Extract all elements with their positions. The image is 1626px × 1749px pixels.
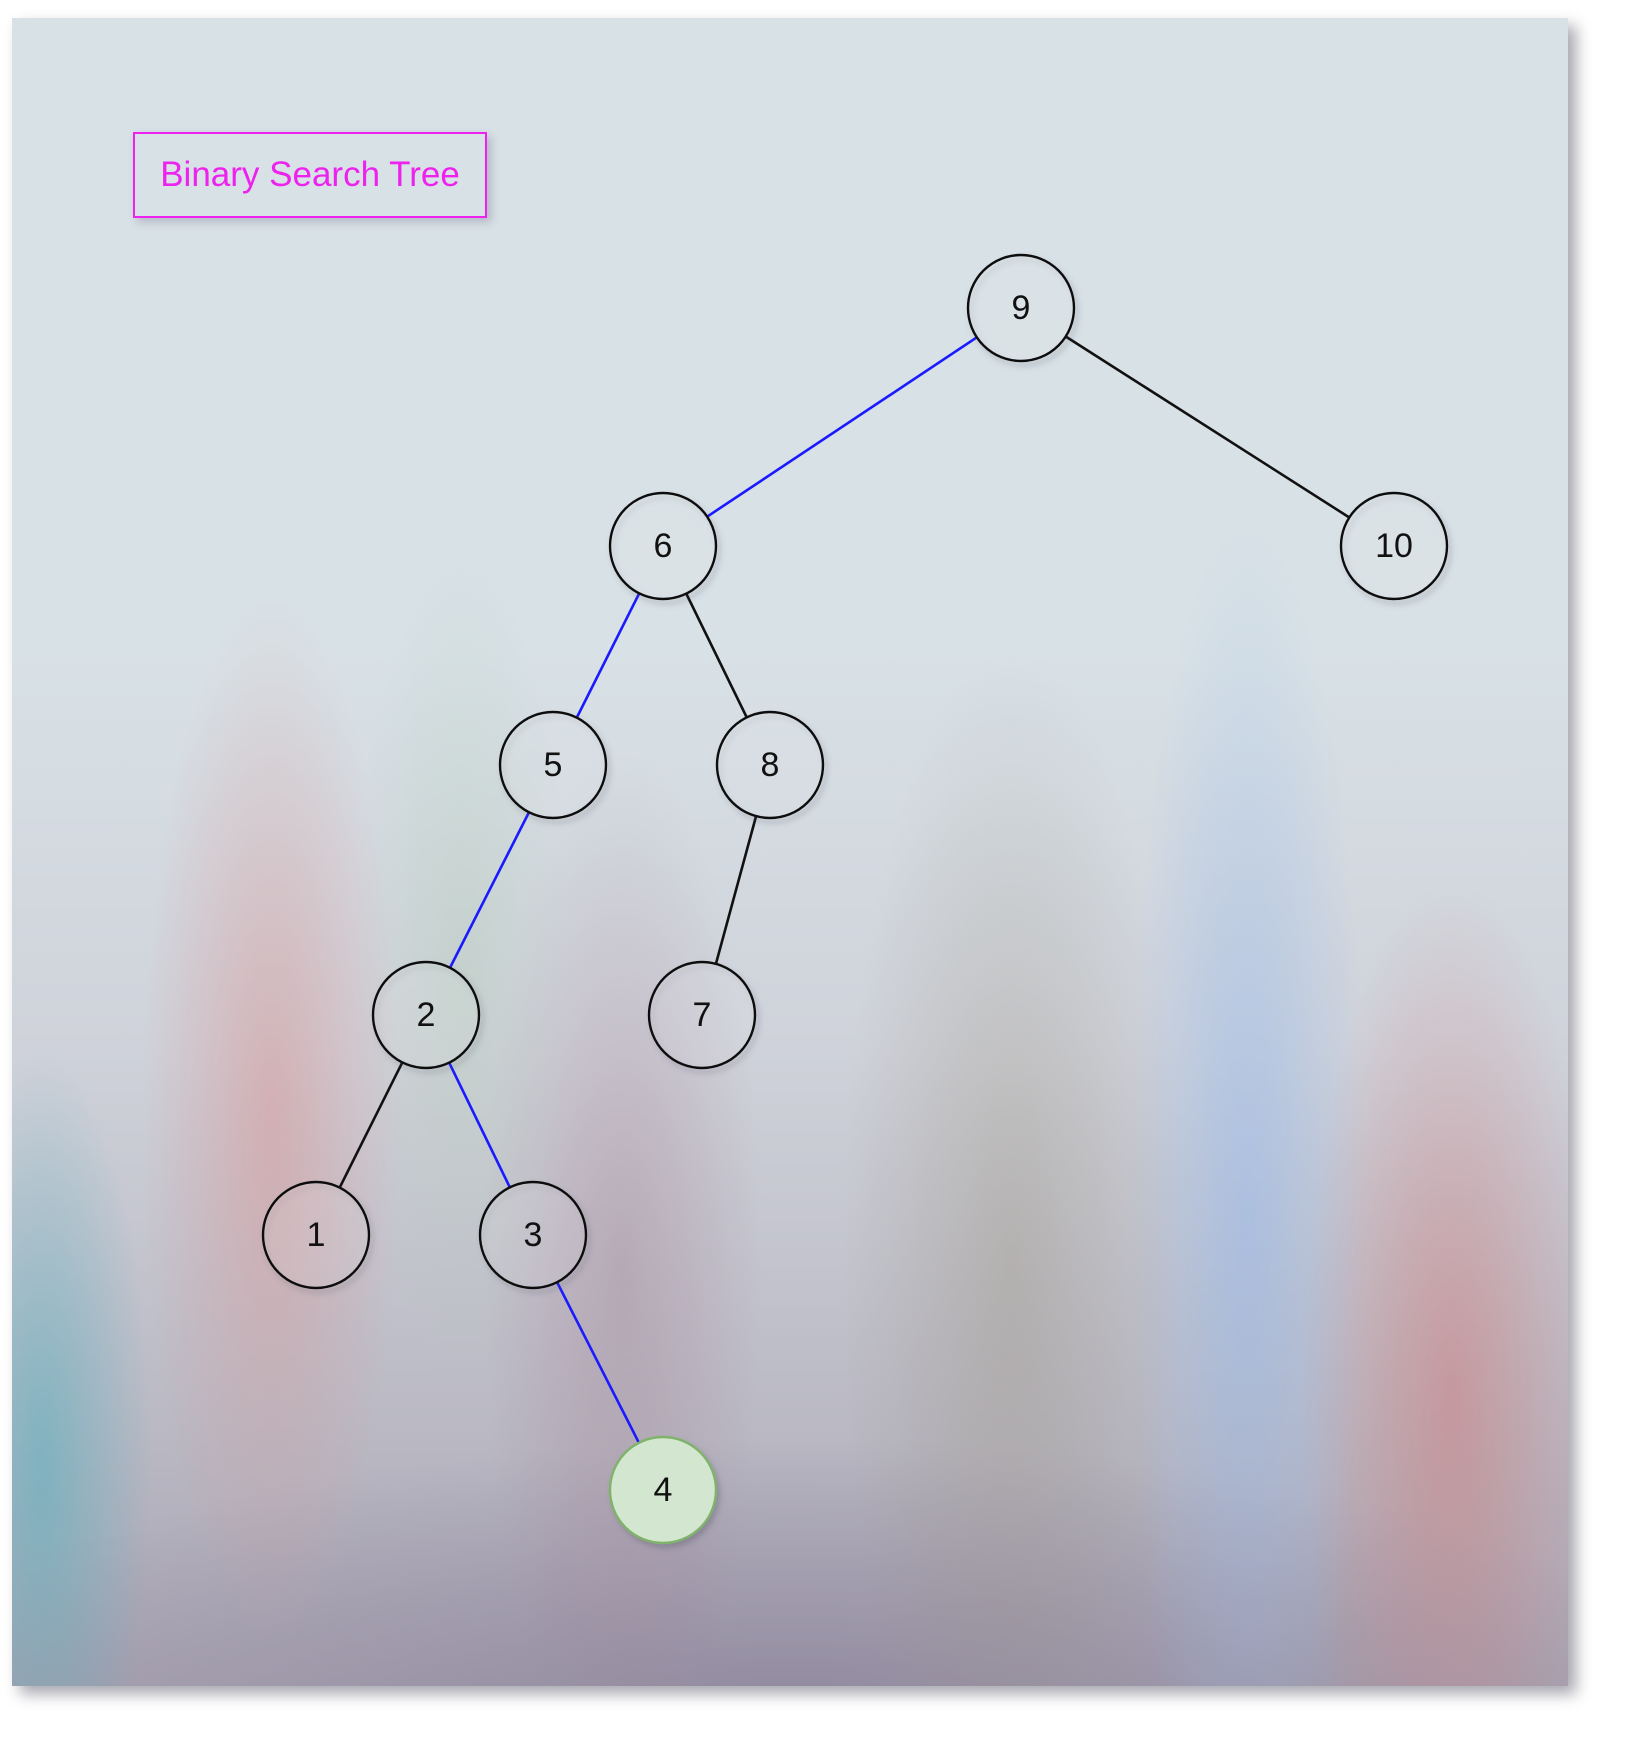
- edge-3-4: [555, 1281, 641, 1444]
- node-label: 5: [544, 746, 563, 784]
- diagram-title: Binary Search Tree: [160, 155, 460, 194]
- node-label: 3: [524, 1216, 543, 1254]
- node-circle: [608, 1435, 718, 1545]
- edge-9-6: [706, 336, 978, 518]
- edge-5-2: [448, 811, 531, 969]
- edge-9-10: [1064, 335, 1351, 519]
- edge-6-8: [685, 593, 748, 718]
- node-circle: [647, 960, 757, 1070]
- tree-node-7: 7: [647, 960, 757, 1070]
- node-label: 2: [417, 996, 436, 1034]
- edge-6-5: [575, 592, 641, 719]
- tree-node-5: 5: [498, 710, 608, 820]
- nodes-layer: 9 6 10 5 8 2 7 1 3 4: [261, 253, 1449, 1545]
- node-circle: [261, 1180, 371, 1290]
- edge-2-1: [338, 1061, 404, 1189]
- tree-node-1: 1: [261, 1180, 371, 1290]
- edges-layer: [338, 335, 1351, 1444]
- node-circle: [715, 710, 825, 820]
- node-circle: [1339, 491, 1449, 601]
- tree-node-4: 4: [608, 1435, 718, 1545]
- edge-8-7: [714, 815, 758, 965]
- node-label: 10: [1375, 527, 1413, 565]
- tree-node-10: 10: [1339, 491, 1449, 601]
- node-circle: [608, 491, 718, 601]
- tree-node-9: 9: [966, 253, 1076, 363]
- edge-2-3: [448, 1062, 511, 1188]
- node-circle: [478, 1180, 588, 1290]
- node-label: 1: [307, 1216, 326, 1254]
- diagram-canvas: Binary Search Tree 9 6 10 5 8 2 7 1 3 4: [12, 18, 1568, 1686]
- tree-node-8: 8: [715, 710, 825, 820]
- node-label: 7: [693, 996, 712, 1034]
- tree-node-6: 6: [608, 491, 718, 601]
- tree-diagram: 9 6 10 5 8 2 7 1 3 4: [261, 253, 1449, 1545]
- node-label: 8: [761, 746, 780, 784]
- node-label: 4: [654, 1471, 673, 1509]
- tree-node-2: 2: [371, 960, 481, 1070]
- node-circle: [371, 960, 481, 1070]
- title-box: Binary Search Tree: [133, 132, 487, 218]
- tree-node-3: 3: [478, 1180, 588, 1290]
- node-label: 9: [1012, 289, 1031, 327]
- node-label: 6: [654, 527, 673, 565]
- node-circle: [966, 253, 1076, 363]
- node-circle: [498, 710, 608, 820]
